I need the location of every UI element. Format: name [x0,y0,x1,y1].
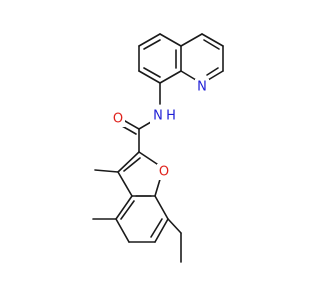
bond-carbonyl-o [124,120,140,130]
quinoline-pyridine-ring [180,33,224,81]
bond [167,218,182,234]
bond [180,33,203,47]
quinoline-n-label: N [197,80,207,95]
bond-nh-carbonyl [138,121,152,130]
ring-o-label: O [159,165,169,180]
double-bond [206,67,219,76]
bond [115,218,130,243]
bond [201,33,224,47]
double-bond [143,39,161,50]
bond [207,70,224,81]
bond [117,171,133,197]
amide-n-label: N [153,109,163,124]
atom-carbonyl-o: O [111,111,125,127]
double-bond [150,218,163,238]
carbonyl-o-label: O [113,112,123,127]
molecule-diagram: N N H O O [92,33,224,263]
bond [115,195,133,220]
furan-ring [117,151,162,197]
double-bond [203,39,220,50]
amide-h-label: H [166,109,176,124]
double-bond [120,200,135,220]
bond [154,195,169,220]
benzofuran-benzene-ring [115,195,169,243]
double-bond-carbonyl-o [121,125,137,135]
quinoline-benzo-ring [138,33,182,84]
structure-canvas: N N H O O [92,33,224,263]
bond [138,70,161,84]
bond [180,70,197,81]
atom-amide-nh: N H [150,108,178,124]
bond [117,151,140,173]
double-bond [143,67,161,78]
bond [138,33,161,47]
bond [154,218,169,243]
methyl-3 [94,169,119,173]
bond [138,151,158,165]
bond [159,33,182,47]
atom-quinoline-n: N [195,79,209,95]
double-bond [123,157,141,172]
bond [159,70,182,84]
atom-ring-o: O [157,164,171,180]
